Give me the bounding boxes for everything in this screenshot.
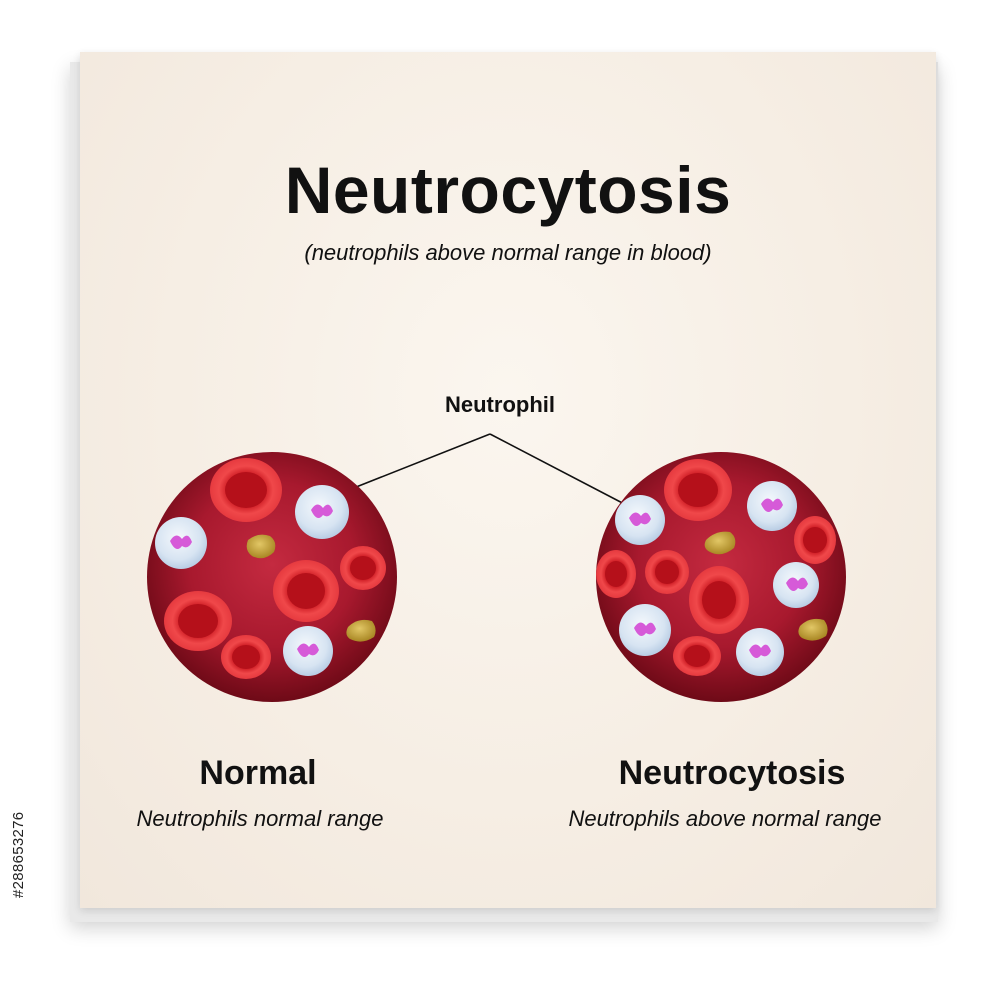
red-blood-cell [794, 516, 836, 564]
red-blood-cell [340, 546, 386, 590]
page-subtitle: (neutrophils above normal range in blood… [304, 240, 712, 265]
page-title: Neutrocytosis [284, 153, 732, 227]
neutrophil-cell [155, 517, 207, 569]
neutrocytosis-blood-circle [596, 452, 846, 702]
platelet [346, 619, 376, 642]
red-blood-cell [645, 550, 689, 594]
stock-watermark-id: #288653276 [10, 811, 27, 899]
neutrophil-cell [773, 562, 819, 608]
neutrophil-cell [747, 481, 797, 531]
platelet [798, 618, 828, 641]
platelet [704, 531, 736, 555]
neutrocytosis-panel-title: Neutrocytosis [618, 754, 846, 792]
neutrophil-cell [615, 495, 665, 545]
red-blood-cell [673, 636, 721, 676]
red-blood-cell [664, 459, 732, 521]
red-blood-cell [221, 635, 271, 679]
neutrophil-cell [619, 604, 671, 656]
red-blood-cell [273, 560, 339, 622]
red-blood-cell [596, 550, 636, 598]
neutrocytosis-panel-caption: Neutrophils above normal range [568, 806, 882, 831]
callout-line-right [489, 433, 633, 509]
neutrophil-callout-label: Neutrophil [445, 392, 555, 417]
red-blood-cell [689, 566, 749, 634]
normal-panel-caption: Neutrophils normal range [136, 806, 384, 831]
neutrophil-cell [736, 628, 784, 676]
neutrophil-cell [295, 485, 349, 539]
red-blood-cell [210, 458, 282, 522]
normal-panel-title: Normal [199, 754, 317, 792]
neutrophil-cell [283, 626, 333, 676]
red-blood-cell [164, 591, 232, 651]
callout-line-left [335, 433, 491, 496]
normal-blood-circle [147, 452, 397, 702]
platelet [246, 534, 276, 559]
